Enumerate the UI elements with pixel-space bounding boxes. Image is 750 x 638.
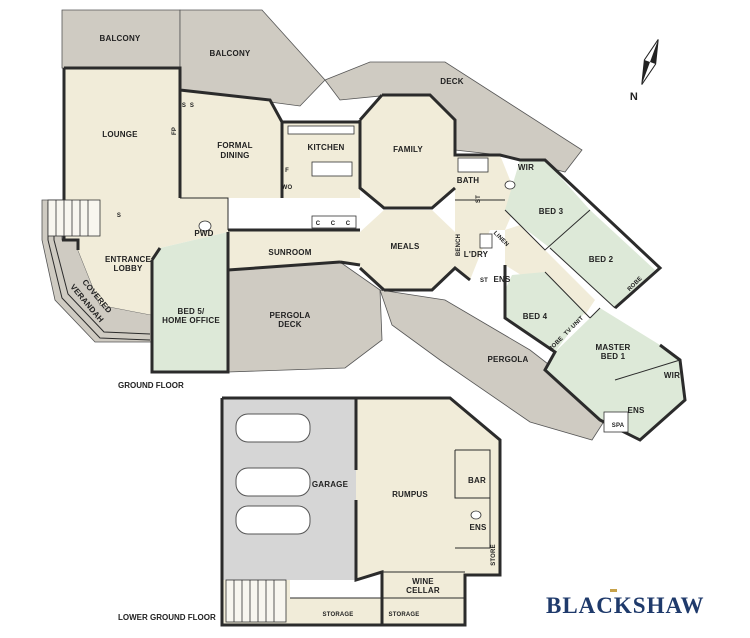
bed-3-area <box>505 160 590 248</box>
label-rumpus: RUMPUS <box>392 490 428 499</box>
brand-logo: BLACKSHAW <box>546 589 705 618</box>
bath-fixtures <box>198 157 629 520</box>
meals-area <box>360 210 455 290</box>
kitchen-area <box>282 122 360 198</box>
label-garage: GARAGE <box>312 480 349 489</box>
label-pergola-deck-1: PERGOLA <box>270 311 311 320</box>
label-wir-1: WIR <box>518 163 534 172</box>
label-ens-2: ENS <box>627 406 645 415</box>
compass: N <box>630 39 659 103</box>
label-wir-2: WIR <box>664 371 680 380</box>
label-bath: BATH <box>457 176 479 185</box>
bed-5-area <box>152 232 228 372</box>
label-bench: BENCH <box>456 234 462 256</box>
brand-accent <box>610 589 617 592</box>
label-c-2: C <box>331 221 336 227</box>
label-ldry: L'DRY <box>464 250 489 259</box>
label-st-2: ST <box>480 278 488 284</box>
dining-area <box>180 90 282 198</box>
label-f: F <box>285 168 289 174</box>
label-ens-1: ENS <box>493 275 511 284</box>
label-pergola: PERGOLA <box>488 355 529 364</box>
stair-ground <box>47 199 101 237</box>
label-wo: WO <box>282 185 293 191</box>
label-formal: FORMAL <box>217 141 252 150</box>
label-family: FAMILY <box>393 145 423 154</box>
label-lounge: LOUNGE <box>102 130 138 139</box>
lounge-area <box>64 68 180 198</box>
hallway-area <box>505 225 595 315</box>
walls <box>47 66 687 627</box>
label-spa: SPA <box>612 423 625 429</box>
storage-band <box>290 598 382 625</box>
interior-areas <box>64 68 595 315</box>
label-balcony-east: BALCONY <box>210 49 251 58</box>
label-s-3: S <box>117 213 121 219</box>
label-bed-3: BED 3 <box>539 207 564 216</box>
car-1 <box>235 413 311 443</box>
label-bar: BAR <box>468 476 486 485</box>
stair-lower <box>225 579 287 623</box>
label-bed-5: BED 5/ <box>178 307 206 316</box>
lower-floor-title: LOWER GROUND FLOOR <box>118 613 216 622</box>
label-fp: FP <box>172 127 178 135</box>
label-lobby: LOBBY <box>114 264 143 273</box>
label-master: MASTER <box>596 343 631 352</box>
label-c-1: C <box>316 221 321 227</box>
brand-name: BLACKSHAW <box>546 593 705 618</box>
label-storage-1: STORAGE <box>323 612 354 618</box>
label-home-office: HOME OFFICE <box>162 316 220 325</box>
label-pwd: PWD <box>194 229 213 238</box>
sunroom-area <box>228 230 360 270</box>
label-balcony-west: BALCONY <box>100 34 141 43</box>
label-meals: MEALS <box>391 242 420 251</box>
compass-n-label: N <box>630 91 638 103</box>
label-deck: DECK <box>440 77 463 86</box>
car-3 <box>235 505 311 535</box>
label-pergola-deck-2: DECK <box>278 320 301 329</box>
bed-2-area <box>550 210 655 308</box>
label-store: STORE <box>491 544 497 566</box>
label-entrance: ENTRANCE <box>105 255 152 264</box>
lower-room-labels: GARAGE RUMPUS BAR ENS STORE WINE CELLAR … <box>312 476 497 618</box>
label-storage-2: STORAGE <box>389 612 420 618</box>
label-sunroom: SUNROOM <box>268 248 311 257</box>
ground-floor-title: GROUND FLOOR <box>118 381 184 390</box>
label-kitchen: KITCHEN <box>308 143 345 152</box>
north-arrow-icon <box>641 39 659 85</box>
kitchen-fixtures <box>287 125 357 229</box>
label-wine: WINE <box>412 577 434 586</box>
bedroom-areas <box>152 160 685 440</box>
label-bed-2: BED 2 <box>589 255 614 264</box>
entrance-area <box>64 198 228 315</box>
label-st-1: ST <box>476 195 482 203</box>
family-area <box>360 95 455 208</box>
rumpus-area <box>356 398 500 625</box>
label-ens-lower: ENS <box>469 523 487 532</box>
label-s-1: S <box>182 103 186 109</box>
label-bed-1: BED 1 <box>601 352 626 361</box>
car-2 <box>235 467 311 497</box>
label-cellar: CELLAR <box>406 586 440 595</box>
label-s-2: S <box>190 103 194 109</box>
label-dining: DINING <box>220 151 249 160</box>
service-area <box>455 155 518 280</box>
label-c-3: C <box>346 221 351 227</box>
label-bed-4: BED 4 <box>523 312 548 321</box>
pergola-area <box>379 289 611 441</box>
cars <box>235 413 311 535</box>
